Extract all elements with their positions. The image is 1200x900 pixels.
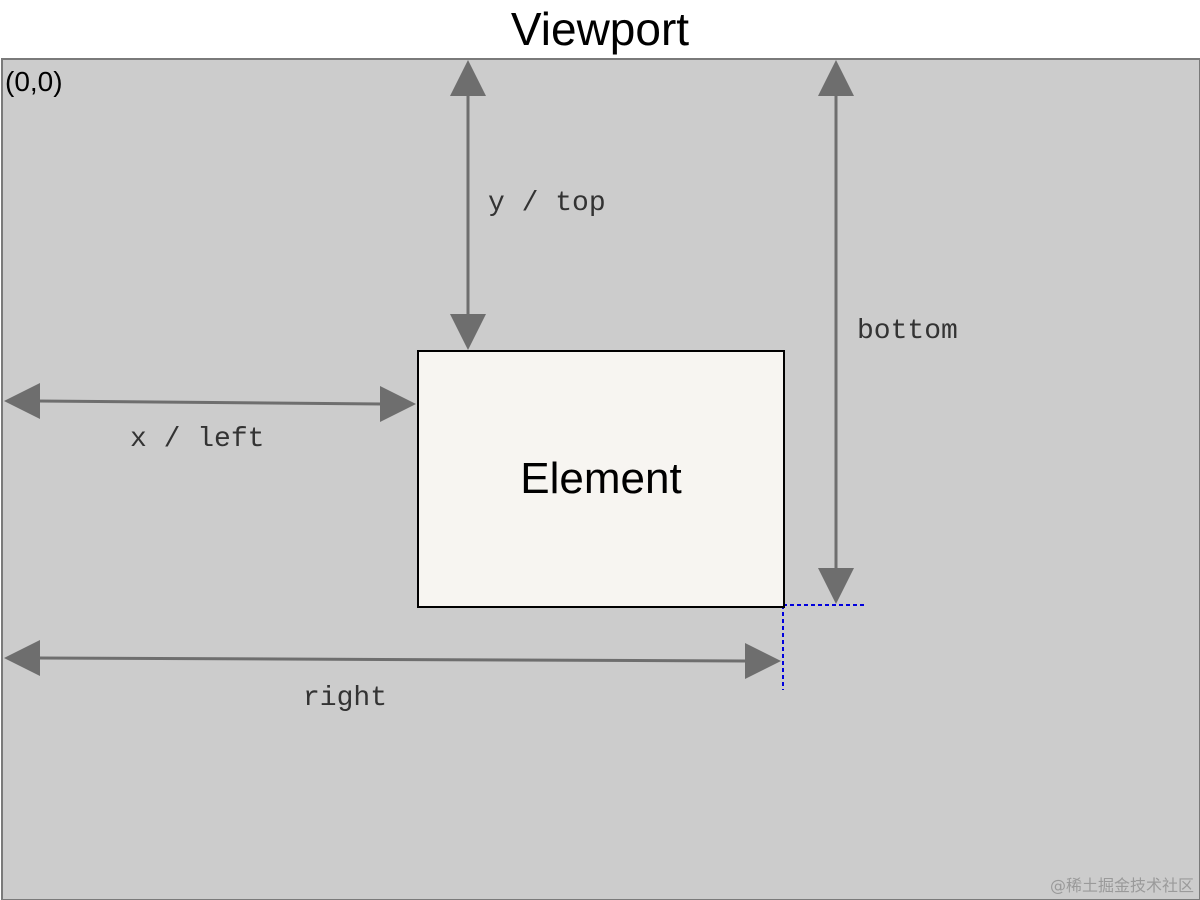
left-label: x / left — [130, 424, 265, 455]
element-label: Element — [520, 454, 682, 503]
top-arrow — [450, 60, 486, 350]
element-box: Element — [417, 350, 785, 608]
viewport-title: Viewport — [510, 3, 690, 55]
corner-guides — [782, 604, 866, 690]
top-label: y / top — [488, 188, 606, 219]
bottom-arrow — [818, 60, 854, 604]
watermark: @稀土掘金技术社区 — [1049, 876, 1194, 895]
right-arrow — [4, 640, 781, 679]
left-arrow — [4, 383, 416, 422]
bottom-label: bottom — [857, 316, 958, 347]
right-label: right — [303, 683, 388, 714]
origin-label: (0,0) — [5, 66, 63, 97]
